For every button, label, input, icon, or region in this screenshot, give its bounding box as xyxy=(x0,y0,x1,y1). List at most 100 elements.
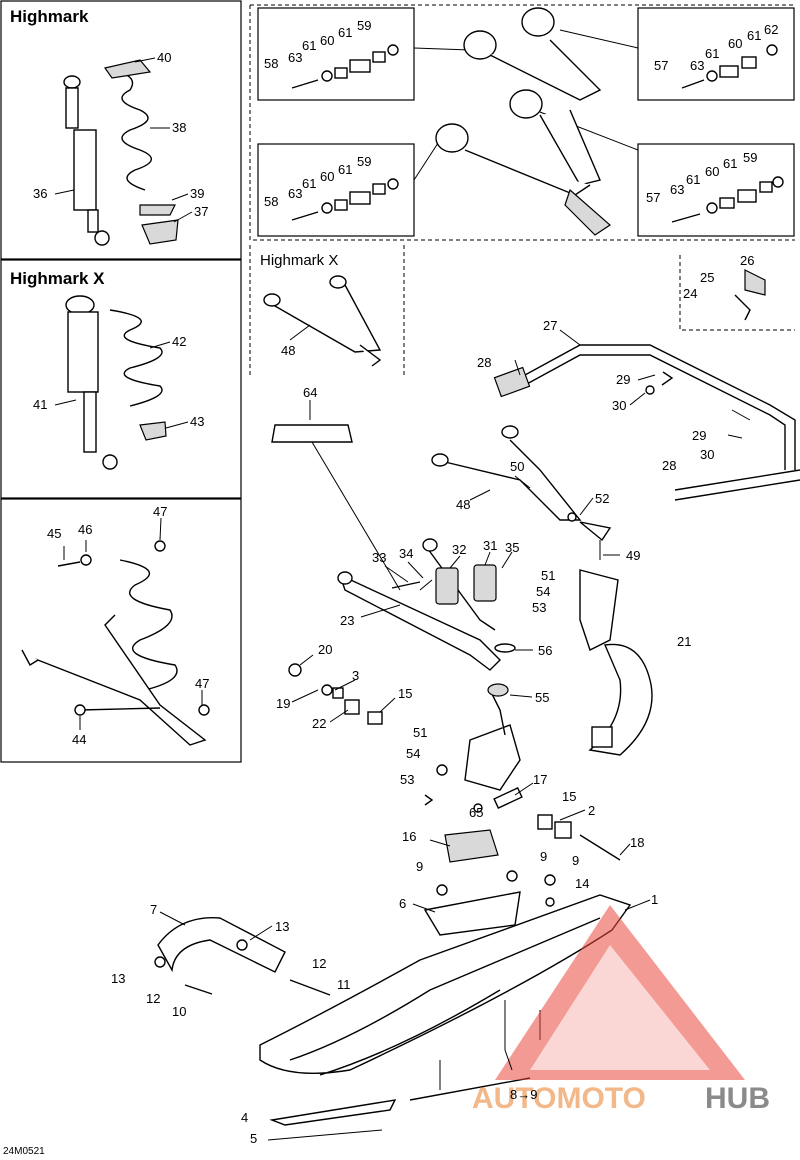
callout-tr-61a: 61 xyxy=(705,46,719,61)
bushing-stack-tl xyxy=(291,44,399,89)
callout-45: 45 xyxy=(47,526,61,541)
callout-26: 26 xyxy=(740,253,754,268)
callout-42: 42 xyxy=(172,334,186,349)
callout-52: 52 xyxy=(595,491,609,506)
callout-br-60: 60 xyxy=(705,164,719,179)
callout-34: 34 xyxy=(399,546,413,561)
callout-30: 30 xyxy=(612,398,626,413)
callout-17: 17 xyxy=(533,772,547,787)
callout-18: 18 xyxy=(630,835,644,850)
callout-33: 33 xyxy=(372,550,386,565)
watermark-text-a: AUTOMOTO xyxy=(472,1082,646,1115)
highmark-x-shock-panel xyxy=(0,259,242,499)
callout-tl-61b: 61 xyxy=(338,25,352,40)
callout-9-mid: 9 xyxy=(540,849,547,864)
callout-br-57: 57 xyxy=(646,190,660,205)
callout-24: 24 xyxy=(683,286,697,301)
callout-29-lower: 29 xyxy=(692,428,706,443)
callout-14: 14 xyxy=(575,876,589,891)
shock-assembly-drawing xyxy=(21,540,210,746)
callout-tr-63: 63 xyxy=(690,58,704,73)
shock-assembly-panel xyxy=(0,498,242,763)
callout-2: 2 xyxy=(588,803,595,818)
callout-47: 47 xyxy=(153,504,167,519)
callout-9-right: 9 xyxy=(572,853,579,868)
callout-br-63: 63 xyxy=(670,182,684,197)
callout-7: 7 xyxy=(150,902,157,917)
callout-12-left: 12 xyxy=(146,991,160,1006)
callout-41: 41 xyxy=(33,397,47,412)
callout-numbers: 40 38 36 39 37 42 41 43 45 46 47 47 44 5… xyxy=(33,18,778,1146)
bushing-stack-tr xyxy=(681,44,778,89)
callout-64: 64 xyxy=(303,385,317,400)
bushing-stack-bl xyxy=(291,178,399,221)
callout-21: 21 xyxy=(677,634,691,649)
highmark-x-title: Highmark X xyxy=(10,269,105,288)
callout-1: 1 xyxy=(651,892,658,907)
callout-55: 55 xyxy=(535,690,549,705)
callout-5: 5 xyxy=(250,1131,257,1146)
callout-56: 56 xyxy=(538,643,552,658)
callout-37: 37 xyxy=(194,204,208,219)
callout-46: 46 xyxy=(78,522,92,537)
decal-64 xyxy=(271,424,401,591)
callout-53: 53 xyxy=(532,600,546,615)
callout-bl-59: 59 xyxy=(357,154,371,169)
callout-3: 3 xyxy=(352,668,359,683)
callout-15: 15 xyxy=(398,686,412,701)
callout-8-9: 8→9 xyxy=(510,1087,537,1102)
callout-bl-61b: 61 xyxy=(338,162,352,177)
callout-bl-61a: 61 xyxy=(302,176,316,191)
bushing-box-bottom-left xyxy=(257,143,415,237)
bushing-box-bottom-right xyxy=(637,143,795,237)
highmark-shock-panel xyxy=(0,0,242,260)
highmark-shock-drawing xyxy=(63,59,179,246)
callout-10: 10 xyxy=(172,1004,186,1019)
callout-tr-60: 60 xyxy=(728,36,742,51)
callout-15-lower: 15 xyxy=(562,789,576,804)
callout-tr-61b: 61 xyxy=(747,28,761,43)
callout-28: 28 xyxy=(477,355,491,370)
callout-tr-62: 62 xyxy=(764,22,778,37)
callout-4: 4 xyxy=(241,1110,248,1125)
bushing-box-top-right xyxy=(637,7,795,101)
callout-44: 44 xyxy=(72,732,86,747)
bushing-box-top-left xyxy=(257,7,415,101)
sway-bar-drawing xyxy=(493,269,800,501)
callout-bl-63: 63 xyxy=(288,186,302,201)
callout-bl-60: 60 xyxy=(320,169,334,184)
callout-30-lower: 30 xyxy=(700,447,714,462)
a-arm-region-border xyxy=(249,5,795,241)
callout-48: 48 xyxy=(456,497,470,512)
callout-32: 32 xyxy=(452,542,466,557)
highmark-x-shock-drawing xyxy=(65,295,167,470)
callout-54: 54 xyxy=(536,584,550,599)
lower-a-arm-drawing xyxy=(431,425,612,560)
callout-tl-58: 58 xyxy=(264,56,278,71)
bushing-stack-br xyxy=(671,176,784,223)
callout-51-lower: 51 xyxy=(413,725,427,740)
callout-br-61a: 61 xyxy=(686,172,700,187)
upper-a-arm-drawing xyxy=(435,7,611,236)
highmark-title: Highmark xyxy=(10,7,89,26)
callout-40: 40 xyxy=(157,50,171,65)
spindle-drawing xyxy=(464,569,653,791)
callout-tl-60: 60 xyxy=(320,33,334,48)
callout-51: 51 xyxy=(541,568,555,583)
callout-13: 13 xyxy=(275,919,289,934)
callout-48-x: 48 xyxy=(281,343,295,358)
callout-tl-61a: 61 xyxy=(302,38,316,53)
callout-53-lower: 53 xyxy=(400,772,414,787)
callout-27: 27 xyxy=(543,318,557,333)
watermark-logo: AUTOMOTO HUB xyxy=(472,905,770,1115)
callout-39: 39 xyxy=(190,186,204,201)
callout-65: 65 xyxy=(469,805,483,820)
callout-9: 9 xyxy=(416,859,423,874)
diagram-code: 24M0521 xyxy=(3,1146,45,1157)
callout-35: 35 xyxy=(505,540,519,555)
callout-br-59: 59 xyxy=(743,150,757,165)
callout-bl-58: 58 xyxy=(264,194,278,209)
callout-50: 50 xyxy=(510,459,524,474)
callout-38: 38 xyxy=(172,120,186,135)
